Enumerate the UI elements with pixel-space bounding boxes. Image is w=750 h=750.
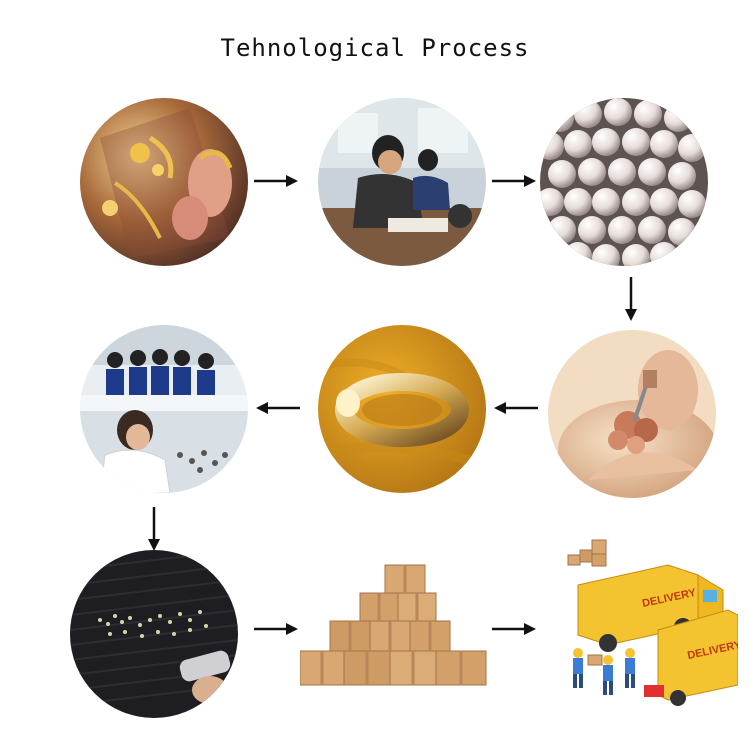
- arrow-right-1: [252, 172, 300, 190]
- arrow-down-1: [622, 275, 640, 323]
- step-9-delivery-trucks-image: DELIVERY DELIVERY: [548, 535, 743, 710]
- step-8-cardboard-boxes-image: [299, 560, 490, 690]
- arrow-left-1: [254, 399, 302, 417]
- arrow-left-2: [492, 399, 540, 417]
- arrow-down-2: [145, 505, 163, 553]
- step-3-pearls-image: [540, 98, 708, 266]
- step-4-jeweler-setting-image: [548, 330, 716, 498]
- page-title: Tehnological Process: [220, 34, 530, 62]
- step-1-gold-crafting-image: [80, 98, 248, 266]
- arrow-right-3: [252, 620, 300, 638]
- step-2-workers-image: [318, 98, 486, 266]
- arrow-right-4: [490, 620, 538, 638]
- arrow-right-2: [490, 172, 538, 190]
- step-6-inspection-team-image: [80, 325, 248, 493]
- step-5-gold-ring-image: [318, 325, 486, 493]
- step-7-gemstone-sorting-image: [70, 550, 238, 718]
